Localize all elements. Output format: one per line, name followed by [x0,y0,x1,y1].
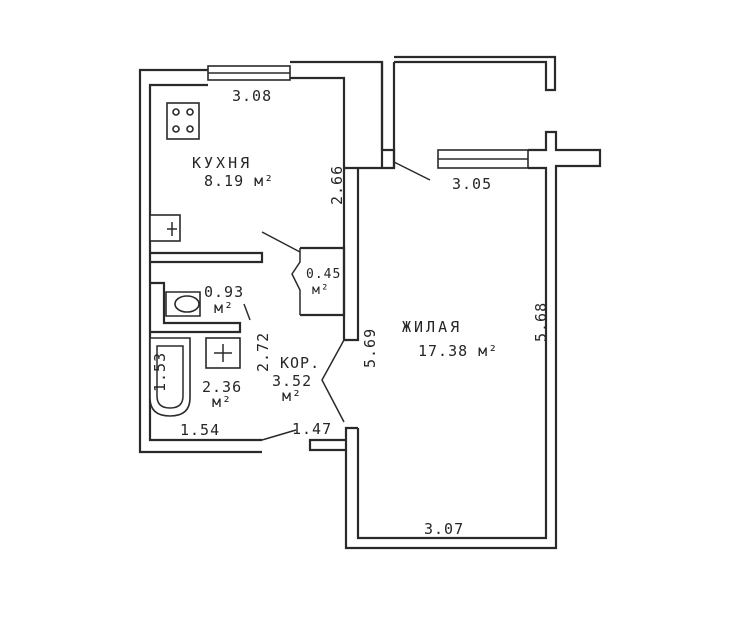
living-bottom-label: 3.07 [424,520,464,538]
kitchen-outer-wall [138,68,262,454]
kitchen: 3.08 КУХНЯ 8.19 м² 2.66 [149,87,346,242]
living-top-label: 3.05 [452,175,492,193]
kitchen-name-label: КУХНЯ [192,154,252,172]
living-left-wall [344,168,360,342]
balcony-rail [394,55,557,92]
closet-area-label: 0.45 [306,267,341,282]
kitchen-sink-icon [149,214,181,242]
wc: 0.93 м² [204,283,244,317]
living-right-wall-inner [356,166,548,540]
stove-icon [166,102,200,140]
kitchen-width-label: 3.08 [232,87,272,105]
corridor-area-label: 3.52 [272,372,312,390]
living-area-label: 17.38 м² [418,342,498,360]
corridor-name-label: КОР. [280,354,320,372]
kitchen-depth-label: 2.66 [328,165,346,205]
wc-unit-label: м² [214,299,234,317]
kitchen-area-label: 8.19 м² [204,172,274,190]
corridor: 2.72 КОР. 3.52 м² 1.47 [254,332,332,438]
bath-unit-label: м² [212,393,232,411]
living-right-label: 5.68 [532,302,550,342]
living-door-swing [321,339,345,423]
bath-width-label: 1.54 [180,421,220,439]
corridor-unit-label: м² [282,387,302,405]
corridor-entry-label: 1.47 [292,420,332,438]
living-left-label: 5.69 [361,328,379,368]
closet: 0.45 м² [291,246,346,317]
living-right-wall-top [344,130,602,550]
bath-height-label: 1.53 [151,352,169,392]
living-room: 3.05 ЖИЛАЯ 17.38 м² 5.69 5.68 3.07 [361,161,550,538]
living-name-label: ЖИЛАЯ [402,318,462,336]
partition-pillar [344,62,396,170]
entrance-jamb [308,438,346,452]
walls [138,55,602,550]
corridor-depth-label: 2.72 [254,332,272,372]
wc-area-label: 0.93 [204,283,244,301]
wet-block-walls [149,251,264,417]
bath-area-label: 2.36 [202,378,242,396]
bathtub-icon [149,337,191,417]
bathroom: 1.53 2.36 м² 1.54 [151,352,242,439]
closet-unit-label: м² [312,283,330,298]
